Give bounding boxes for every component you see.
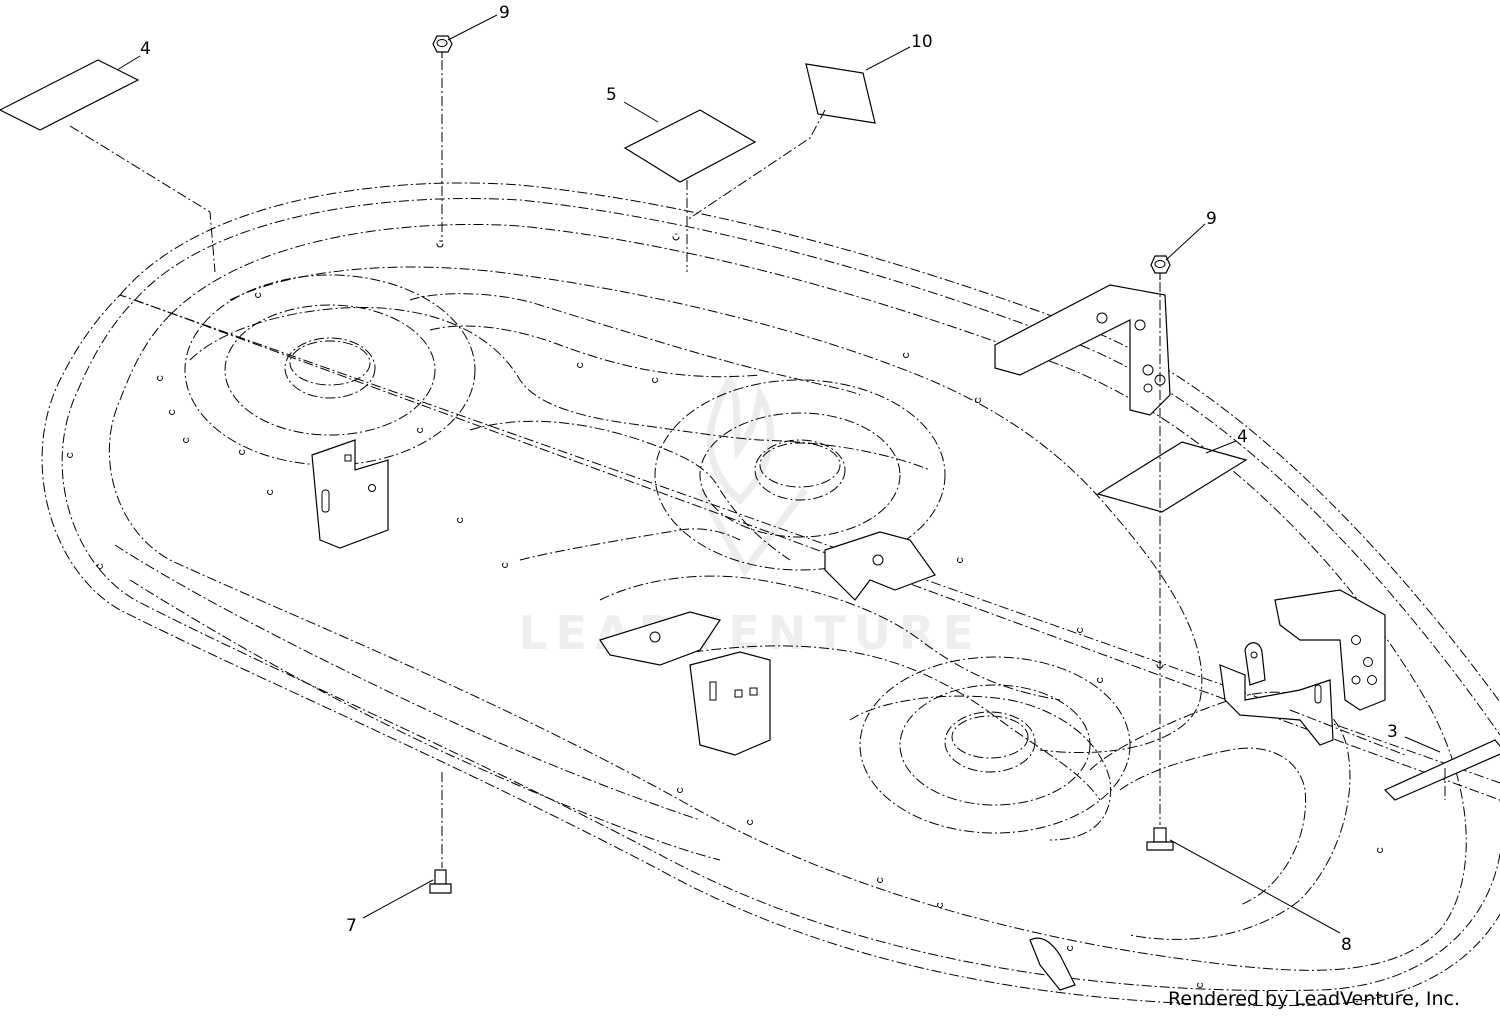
bolt-7 <box>429 869 452 894</box>
decal-10 <box>805 63 876 124</box>
svg-text:4: 4 <box>1237 427 1248 447</box>
svg-text:9: 9 <box>1206 209 1217 229</box>
callout-7: 7 <box>346 879 434 936</box>
right-hanger-bracket <box>994 284 1171 416</box>
render-credit: Rendered by LeadVenture, Inc. <box>1168 988 1461 1010</box>
svg-text:5: 5 <box>606 85 617 105</box>
center-baffle-bracket <box>689 651 771 756</box>
decal-5 <box>623 109 757 183</box>
svg-text:9: 9 <box>499 3 510 23</box>
callout-9-left: 9 <box>447 3 510 41</box>
decal-4-right <box>1096 441 1248 513</box>
svg-text:10: 10 <box>911 32 933 52</box>
callout-10: 10 <box>865 32 933 71</box>
assembly-lines <box>69 60 1446 868</box>
left-baffle-bracket <box>311 439 389 549</box>
svg-text:4: 4 <box>140 39 151 59</box>
shoulder-bolt-8 <box>1146 827 1174 851</box>
spindle-plate-bracket <box>599 531 936 666</box>
svg-text:3: 3 <box>1387 722 1398 742</box>
flange-nut-9-left <box>432 35 453 58</box>
decal-3 <box>1383 739 1500 801</box>
flange-nut-9-right <box>1150 255 1171 280</box>
deck-shell <box>41 182 1500 1007</box>
callout-3: 3 <box>1387 722 1441 753</box>
discharge-chute-bracket <box>1029 642 1334 991</box>
callout-4-right: 4 <box>1205 427 1248 454</box>
callouts: 4 9 10 5 9 4 3 7 <box>116 3 1441 955</box>
decal-4-upper-left <box>0 59 140 131</box>
svg-text:7: 7 <box>346 916 357 936</box>
svg-text:8: 8 <box>1341 935 1352 955</box>
callout-8: 8 <box>1169 839 1352 955</box>
callout-4-upper-left: 4 <box>116 39 151 71</box>
callout-9-right: 9 <box>1165 209 1217 261</box>
callout-5: 5 <box>606 85 659 123</box>
watermark-logo <box>696 372 808 577</box>
rear-hanger-bracket <box>1274 589 1386 711</box>
